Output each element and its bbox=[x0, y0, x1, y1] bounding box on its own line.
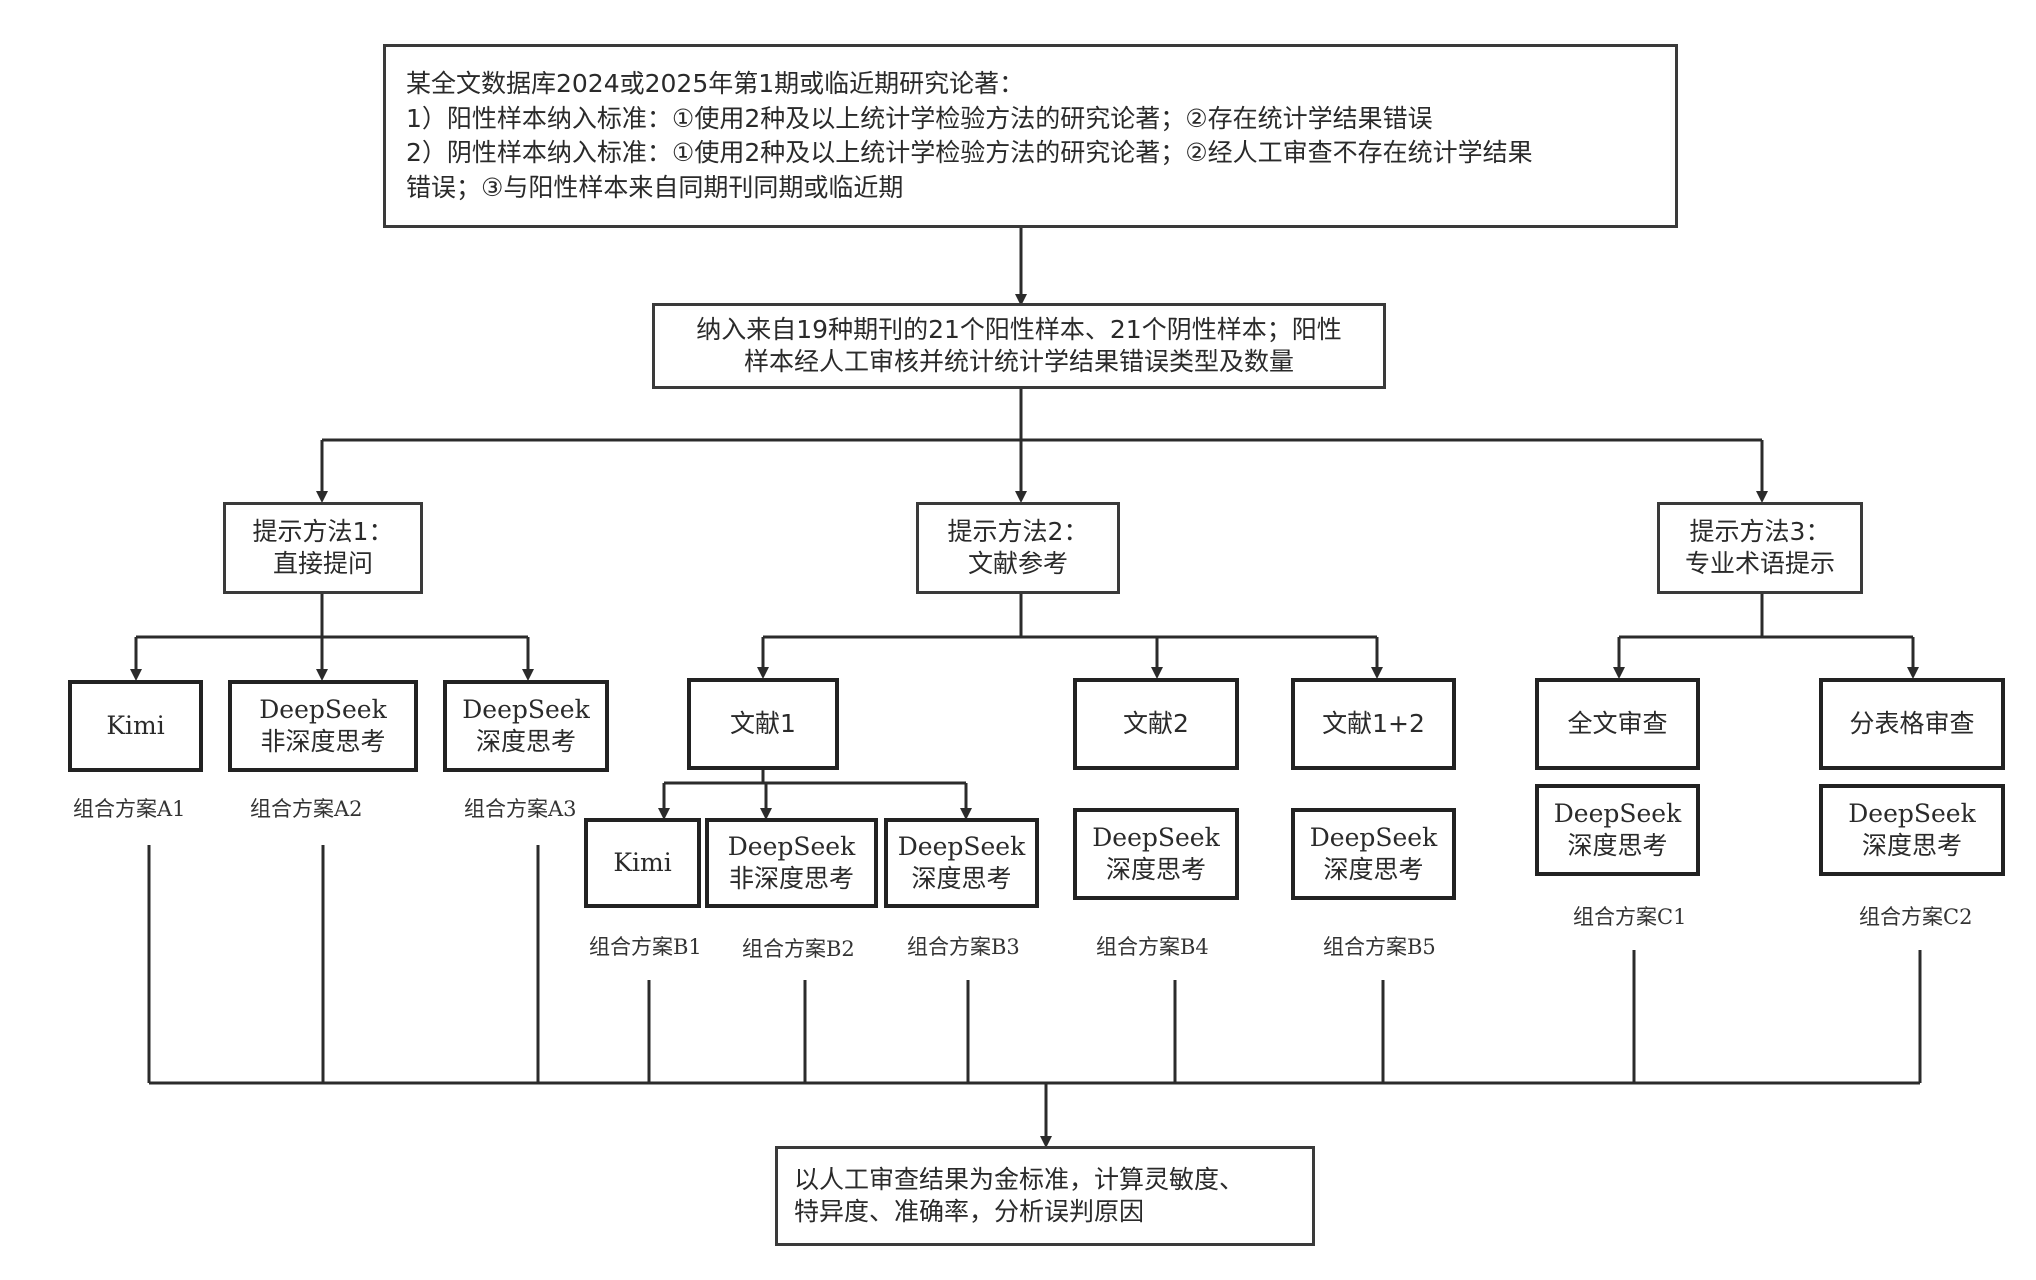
method3-subtitle: 专业术语提示 bbox=[1684, 549, 1835, 578]
model-name: DeepSeek bbox=[462, 694, 590, 724]
scheme-c1-label: 组合方案C1 bbox=[1573, 905, 1687, 929]
scheme-a1-label: 组合方案A1 bbox=[73, 797, 186, 821]
method2-box: 提示方法2： 文献参考 bbox=[916, 502, 1120, 594]
model-name: DeepSeek bbox=[897, 831, 1026, 861]
scheme-b4-label: 组合方案B4 bbox=[1096, 935, 1209, 959]
ref-label: 文献1+2 bbox=[1322, 708, 1425, 738]
model-name: DeepSeek bbox=[727, 831, 856, 861]
review-type-label: 分表格审查 bbox=[1849, 708, 1975, 738]
model-mode: 深度思考 bbox=[911, 864, 1012, 893]
b1-kimi-box: Kimi bbox=[584, 818, 701, 908]
model-mode: 非深度思考 bbox=[260, 727, 386, 756]
method1-box: 提示方法1： 直接提问 bbox=[223, 502, 423, 594]
b4-deepseek-deep-box: DeepSeek 深度思考 bbox=[1073, 808, 1239, 900]
sample-line-1: 纳入来自19种期刊的21个阳性样本、21个阴性样本；阳性 bbox=[696, 314, 1342, 344]
model-mode: 深度思考 bbox=[1323, 855, 1424, 884]
model-name: DeepSeek bbox=[1553, 798, 1682, 828]
b3-deepseek-deep-box: DeepSeek 深度思考 bbox=[884, 818, 1039, 908]
b2-deepseek-nondeep-box: DeepSeek 非深度思考 bbox=[705, 818, 878, 908]
method3-title: 提示方法3： bbox=[1689, 516, 1831, 546]
scheme-b3-label: 组合方案B3 bbox=[907, 935, 1020, 959]
model-name: DeepSeek bbox=[1848, 798, 1976, 828]
result-box: 以人工审查结果为金标准，计算灵敏度、 特异度、准确率，分析误判原因 bbox=[775, 1146, 1315, 1246]
method1-subtitle: 直接提问 bbox=[272, 549, 373, 578]
ref-label: 文献2 bbox=[1123, 708, 1189, 738]
method1-title: 提示方法1： bbox=[252, 516, 394, 546]
scheme-b2-label: 组合方案B2 bbox=[742, 937, 855, 961]
m1-kimi-box: Kimi bbox=[68, 680, 203, 772]
result-line-1: 以人工审查结果为金标准，计算灵敏度、 bbox=[794, 1164, 1245, 1194]
scheme-a2-label: 组合方案A2 bbox=[250, 797, 363, 821]
model-name: DeepSeek bbox=[259, 694, 387, 724]
review-type-label: 全文审查 bbox=[1567, 708, 1668, 738]
b5-deepseek-deep-box: DeepSeek 深度思考 bbox=[1291, 808, 1456, 900]
c2-deepseek-deep-box: DeepSeek 深度思考 bbox=[1819, 784, 2005, 876]
model-mode: 深度思考 bbox=[1567, 831, 1668, 860]
m1-deepseek-nondeep-box: DeepSeek 非深度思考 bbox=[228, 680, 418, 772]
ref12-box: 文献1+2 bbox=[1291, 678, 1456, 770]
table-review-box: 分表格审查 bbox=[1819, 678, 2005, 770]
scheme-a3-label: 组合方案A3 bbox=[464, 797, 577, 821]
criteria-line-2: 1）阳性样本纳入标准：①使用2种及以上统计学检验方法的研究论著；②存在统计学结果… bbox=[406, 103, 1433, 133]
sample-box: 纳入来自19种期刊的21个阳性样本、21个阴性样本；阳性 样本经人工审核并统计统… bbox=[652, 303, 1386, 389]
criteria-line-3: 2）阴性样本纳入标准：①使用2种及以上统计学检验方法的研究论著；②经人工审查不存… bbox=[406, 138, 1533, 167]
ref-label: 文献1 bbox=[730, 708, 796, 738]
method2-subtitle: 文献参考 bbox=[967, 549, 1068, 578]
model-name: DeepSeek bbox=[1092, 822, 1220, 852]
scheme-b5-label: 组合方案B5 bbox=[1323, 935, 1436, 959]
model-mode: 深度思考 bbox=[475, 727, 576, 756]
ref2-box: 文献2 bbox=[1073, 678, 1239, 770]
model-mode: 深度思考 bbox=[1105, 855, 1206, 884]
ref1-box: 文献1 bbox=[687, 678, 839, 770]
method3-box: 提示方法3： 专业术语提示 bbox=[1657, 502, 1863, 594]
scheme-c2-label: 组合方案C2 bbox=[1859, 905, 1973, 929]
criteria-line-1: 某全文数据库2024或2025年第1期或临近期研究论著： bbox=[406, 69, 1025, 98]
model-name: Kimi bbox=[106, 710, 165, 740]
sample-line-2: 样本经人工审核并统计统计学结果错误类型及数量 bbox=[743, 347, 1294, 376]
c1-deepseek-deep-box: DeepSeek 深度思考 bbox=[1535, 784, 1700, 876]
model-name: Kimi bbox=[613, 847, 672, 877]
model-mode: 深度思考 bbox=[1861, 831, 1962, 860]
fulltext-review-box: 全文审查 bbox=[1535, 678, 1700, 770]
result-line-2: 特异度、准确率，分析误判原因 bbox=[794, 1197, 1145, 1226]
criteria-line-4: 错误；③与阳性样本来自同期刊同期或临近期 bbox=[406, 172, 904, 202]
model-name: DeepSeek bbox=[1309, 822, 1438, 852]
model-mode: 非深度思考 bbox=[728, 864, 854, 893]
scheme-b1-label: 组合方案B1 bbox=[589, 935, 702, 959]
method2-title: 提示方法2： bbox=[947, 516, 1089, 546]
m1-deepseek-deep-box: DeepSeek 深度思考 bbox=[443, 680, 609, 772]
criteria-box: 某全文数据库2024或2025年第1期或临近期研究论著： 1）阳性样本纳入标准：… bbox=[383, 44, 1678, 228]
